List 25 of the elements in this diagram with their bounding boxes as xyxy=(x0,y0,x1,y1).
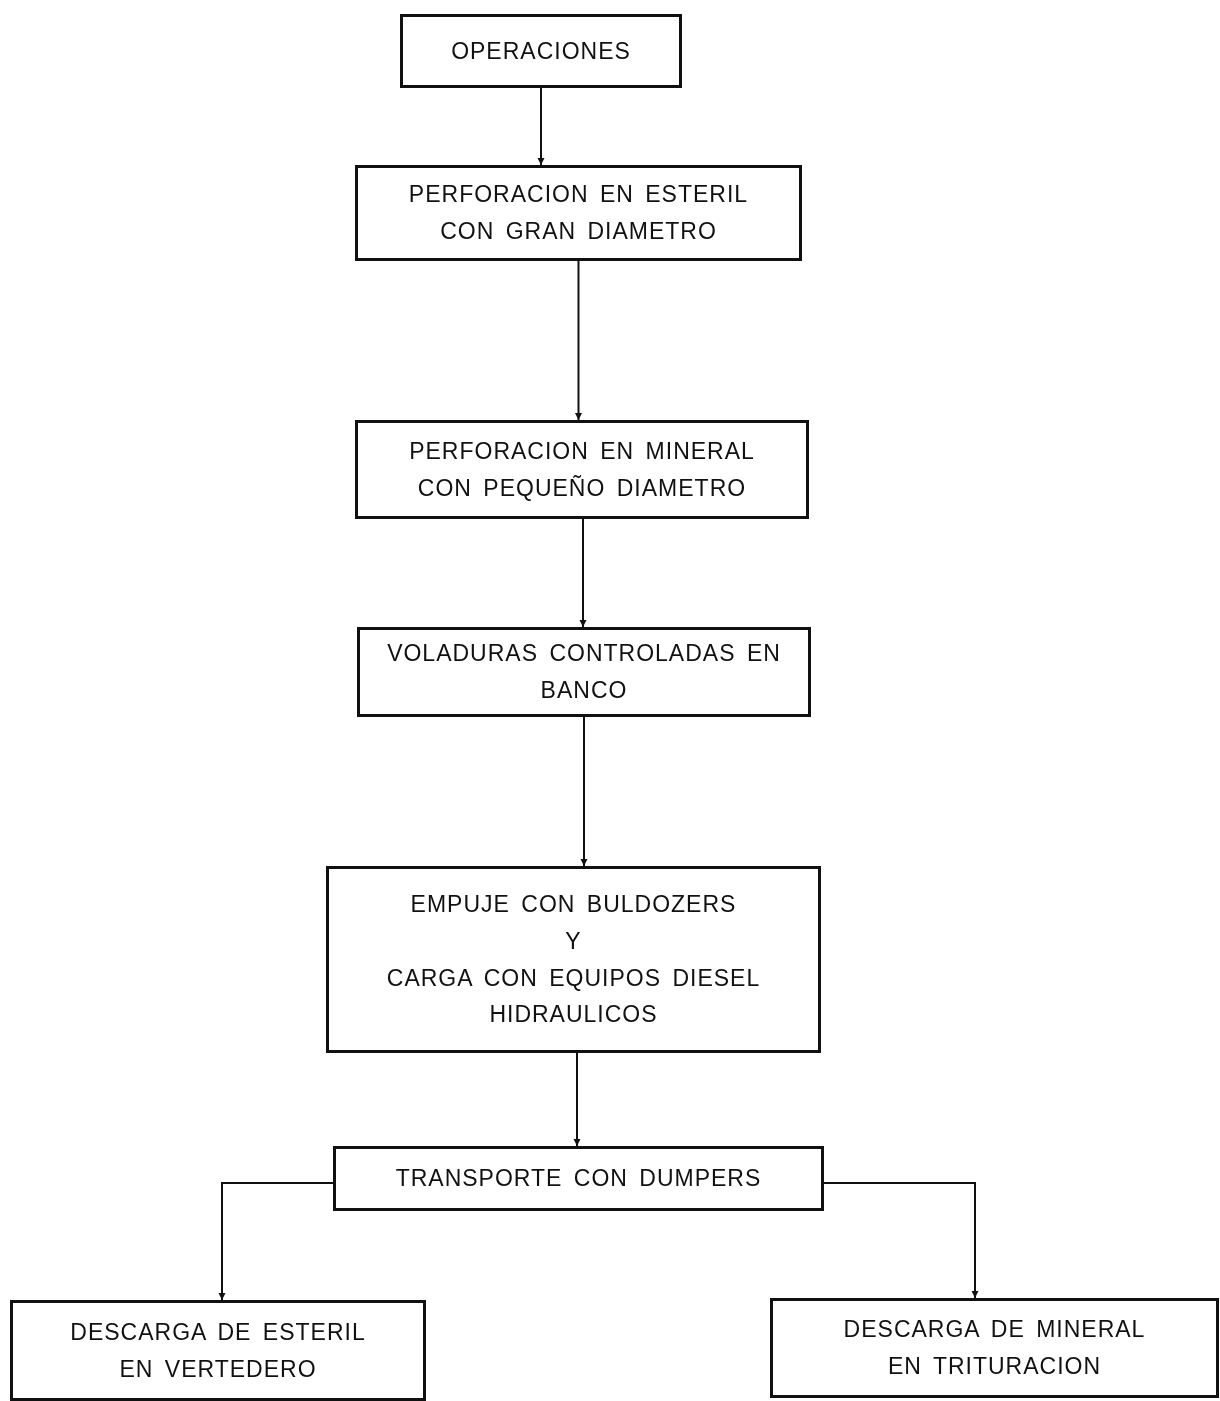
box-label: EMPUJE CON BULDOZERS xyxy=(410,889,737,919)
box-label: DESCARGA DE ESTERIL EN VERTEDERO xyxy=(69,1317,367,1384)
box-label: OPERACIONES xyxy=(451,36,631,66)
process-box xyxy=(10,1300,426,1401)
process-box xyxy=(326,866,821,1053)
arrow xyxy=(580,716,588,867)
box-label: Y xyxy=(565,926,582,956)
box-label: VOLADURAS CONTROLADAS EN BANCO xyxy=(386,639,782,705)
process-box xyxy=(355,420,809,519)
process-box xyxy=(355,165,802,261)
process-box xyxy=(400,14,682,88)
box-label: PERFORACION EN ESTERIL CON GRAN DIAMETRO xyxy=(407,180,750,246)
box-label: DESCARGA DE MINERAL EN TRITURACION xyxy=(842,1315,1147,1381)
process-box xyxy=(357,627,811,717)
arrow xyxy=(573,1052,581,1147)
arrow xyxy=(537,87,545,166)
arrow xyxy=(579,518,587,628)
arrow xyxy=(575,260,582,421)
process-box xyxy=(770,1298,1219,1398)
arrow xyxy=(823,1182,979,1299)
box-label: PERFORACION EN MINERAL CON PEQUEÑO DIAMETRO xyxy=(408,436,756,503)
box-label: TRANSPORTE CON DUMPERS xyxy=(395,1164,762,1194)
box-label: CARGA CON EQUIPOS DIESEL HIDRAULICOS xyxy=(385,963,762,1030)
process-box xyxy=(333,1146,824,1211)
arrow xyxy=(218,1182,334,1301)
